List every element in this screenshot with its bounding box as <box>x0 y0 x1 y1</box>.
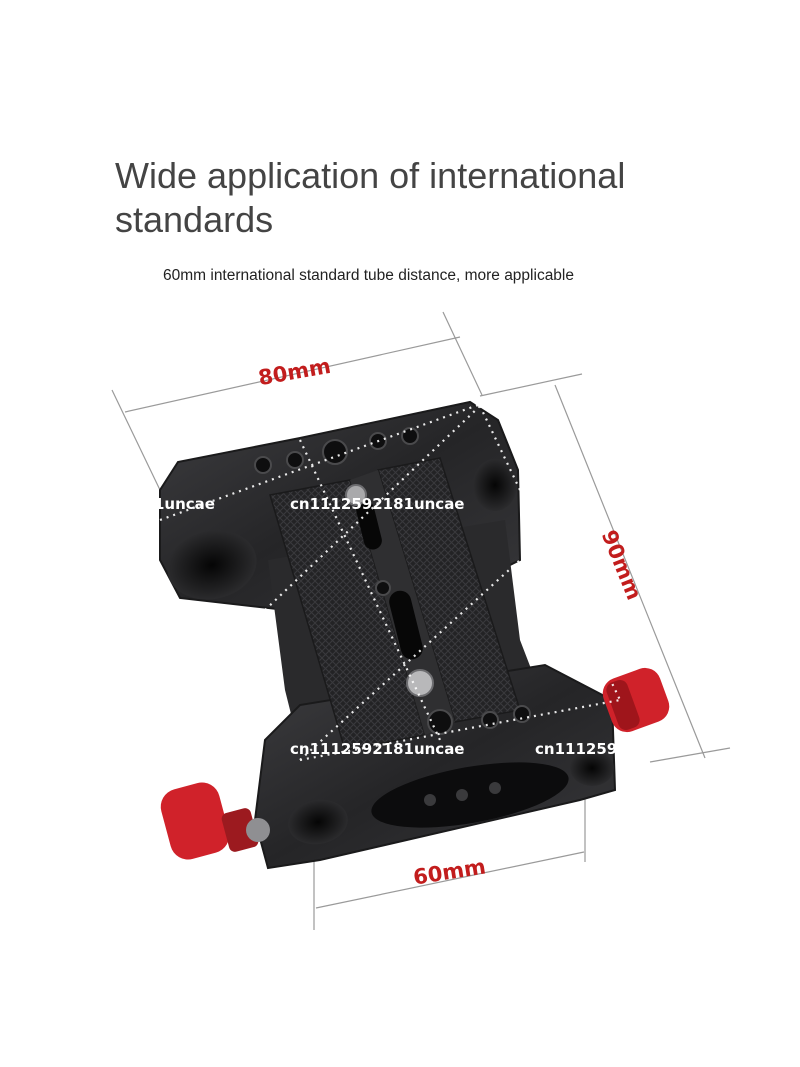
watermark-text: cn1112592181uncae <box>290 495 465 513</box>
page-title: Wide application of international standa… <box>115 155 626 240</box>
red-knob-left <box>160 782 270 860</box>
red-knob-right <box>602 667 670 733</box>
watermark-text: 1uncae <box>154 495 215 513</box>
watermark-text: cn1112592181uncae <box>290 740 465 758</box>
dimension-line-90mm <box>479 373 731 763</box>
watermark-text: cn11125921& <box>535 740 652 758</box>
dimension-line-80mm <box>111 311 483 491</box>
page-subtitle: 60mm international standard tube distanc… <box>163 267 574 284</box>
rod-mount-plate <box>159 400 617 870</box>
dotted-guides <box>159 403 621 762</box>
